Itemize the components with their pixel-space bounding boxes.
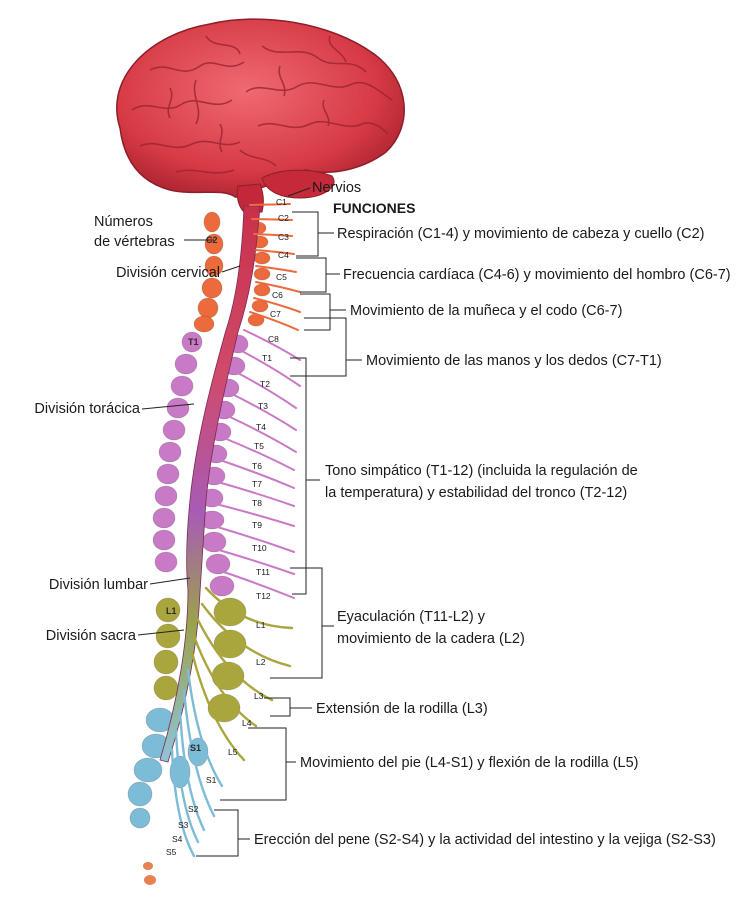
nerve-label-c4: C4 <box>278 250 289 260</box>
vertebra <box>163 420 185 440</box>
nerve-label-c6: C6 <box>272 290 283 300</box>
nerve-label-t7: T7 <box>252 479 262 489</box>
function-breathing: Respiración (C1-4) y movimiento de cabez… <box>337 226 704 242</box>
vertebra <box>128 782 152 806</box>
function-foot-movement: Movimiento del pie (L4-S1) y flexión de … <box>300 755 639 771</box>
nerve-label-c5: C5 <box>276 272 287 282</box>
nerve-label-l3: L3 <box>254 691 264 701</box>
vertebra-marker-l1: L1 <box>166 606 177 616</box>
vertebra <box>194 316 214 332</box>
leader-cervical <box>222 266 240 272</box>
nerve-label-c3: C3 <box>278 232 289 242</box>
vertebra <box>254 268 270 280</box>
label-sacral-division: División sacra <box>46 628 137 644</box>
function-ejaculation-2: movimiento de la cadera (L2) <box>337 631 525 647</box>
nerve-label-c2: C2 <box>278 213 289 223</box>
nerve-label-c7: C7 <box>270 309 281 319</box>
label-cervical-division: División cervical <box>116 265 220 281</box>
nerve-label-l2: L2 <box>256 657 266 667</box>
label-nerves: Nervios <box>312 180 361 196</box>
nerve-label-c1: C1 <box>276 197 287 207</box>
nerve-label-t6: T6 <box>252 461 262 471</box>
nerve-label-t4: T4 <box>256 422 266 432</box>
function-wrist-elbow: Movimiento de la muñeca y el codo (C6-7) <box>350 303 622 319</box>
vertebra <box>175 354 197 374</box>
vertebra <box>154 676 178 700</box>
nerve-label-s4: S4 <box>172 834 183 844</box>
vertebra <box>153 530 175 550</box>
vertebra <box>204 212 220 232</box>
vertebra <box>171 376 193 396</box>
function-hands-fingers: Movimiento de las manos y los dedos (C7-… <box>366 353 662 369</box>
nerve-label-t5: T5 <box>254 441 264 451</box>
vertebra <box>130 808 150 828</box>
label-lumbar-division: División lumbar <box>49 577 148 593</box>
nerve-label-t10: T10 <box>252 543 267 553</box>
vertebra-marker-t1: T1 <box>188 337 199 347</box>
nerve-s1 <box>188 670 222 786</box>
vertebra <box>155 486 177 506</box>
vertebra <box>254 252 270 264</box>
nerve-label-t8: T8 <box>252 498 262 508</box>
label-vertebrae-numbers-1: Números <box>94 214 153 230</box>
vertebra <box>210 576 234 596</box>
function-heart-rate: Frecuencia cardíaca (C4-6) y movimiento … <box>343 267 731 283</box>
nerve-label-s2: S2 <box>188 804 199 814</box>
nerve-label-t11: T11 <box>256 567 270 577</box>
nerve-label-t3: T3 <box>258 401 268 411</box>
vertebra <box>159 442 181 462</box>
leader-lumbar <box>150 578 190 584</box>
coccyx <box>143 862 156 885</box>
label-vertebrae-numbers-2: de vértebras <box>94 234 175 250</box>
nerve-label-l5: L5 <box>228 747 238 757</box>
function-erection-bowel-bladder: Erección del pene (S2-S4) y la actividad… <box>254 832 716 848</box>
vertebra <box>157 464 179 484</box>
vertebra <box>202 278 222 298</box>
vertebra <box>134 758 162 782</box>
functions-heading: FUNCIONES <box>333 200 415 216</box>
vertebra-marker-s1: S1 <box>190 743 201 753</box>
nerve-label-t1: T1 <box>262 353 272 363</box>
nerve-label-s1: S1 <box>206 775 217 785</box>
function-descriptions: Respiración (C1-4) y movimiento de cabez… <box>254 226 731 848</box>
vertebra <box>153 508 175 528</box>
nerve-label-c8: C8 <box>268 334 279 344</box>
function-sympathetic-tone-1: Tono simpático (T1-12) (incluida la regu… <box>325 463 638 479</box>
vertebra <box>167 398 189 418</box>
function-knee-extension: Extensión de la rodilla (L3) <box>316 701 488 717</box>
vertebra <box>254 284 270 296</box>
nerve-label-l4: L4 <box>242 718 252 728</box>
nerve-label-t2: T2 <box>260 379 270 389</box>
function-ejaculation-1: Eyaculación (T11-L2) y <box>337 609 486 625</box>
vertebra <box>155 552 177 572</box>
nerve-label-s5: S5 <box>166 847 177 857</box>
nerve-label-s3: S3 <box>178 820 189 830</box>
nerve-label-l1: L1 <box>256 620 266 630</box>
vertebra <box>156 624 180 648</box>
vertebra <box>214 598 246 626</box>
function-sympathetic-tone-2: la temperatura) y estabilidad del tronco… <box>325 485 627 501</box>
nerve-label-t9: T9 <box>252 520 262 530</box>
vertebra <box>198 298 218 318</box>
nerve-label-t12: T12 <box>256 591 271 601</box>
label-thoracic-division: División torácica <box>34 401 140 417</box>
vertebra <box>154 650 178 674</box>
